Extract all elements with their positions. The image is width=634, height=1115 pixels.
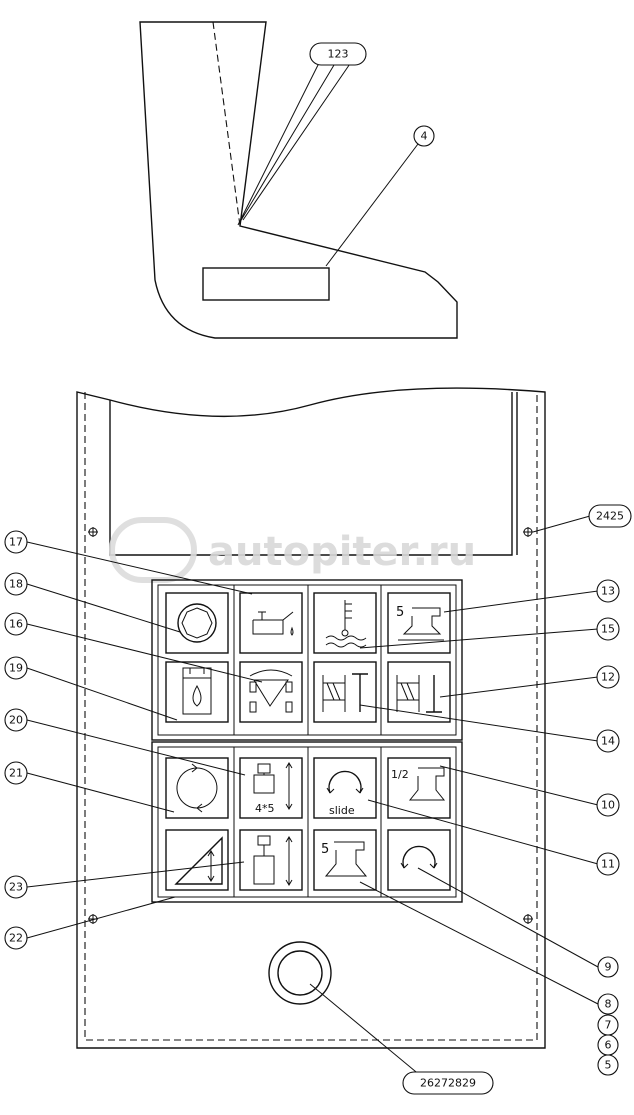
callout-9: 9 xyxy=(597,956,619,978)
cylinder-icon xyxy=(253,835,293,886)
callout-15: 15 xyxy=(596,617,620,641)
svg-text:4: 4 xyxy=(421,130,428,143)
svg-text:9: 9 xyxy=(605,961,612,974)
svg-text:18: 18 xyxy=(9,578,23,591)
key-rotate-arc[interactable] xyxy=(387,829,451,891)
screw-top-left xyxy=(88,527,98,537)
svg-text:20: 20 xyxy=(9,714,23,727)
key-rail-mode-5[interactable]: 5 xyxy=(387,592,451,654)
svg-text:8: 8 xyxy=(605,998,612,1011)
rail-icon: 5 xyxy=(396,605,444,641)
key-rail-half[interactable]: 1/2 xyxy=(387,757,451,819)
callout-16: 16 xyxy=(4,612,28,636)
svg-text:19: 19 xyxy=(9,662,23,675)
slide-arc-icon: slide xyxy=(326,770,364,817)
svg-text:7: 7 xyxy=(605,1019,612,1032)
leader-lines xyxy=(26,54,599,1082)
callout-21: 21 xyxy=(4,761,28,785)
svg-text:23: 23 xyxy=(9,881,23,894)
rail-half-icon: 1/2 xyxy=(391,767,446,801)
key-cylinder-4x5[interactable]: 4*5 xyxy=(239,757,303,819)
svg-text:5: 5 xyxy=(396,605,404,620)
svg-text:26272829: 26272829 xyxy=(420,1077,476,1090)
svg-text:4*5: 4*5 xyxy=(255,802,275,815)
svg-text:21: 21 xyxy=(9,767,23,780)
callout-18: 18 xyxy=(4,572,28,596)
wheels-icon xyxy=(249,669,293,713)
svg-text:6: 6 xyxy=(605,1039,612,1052)
callout-22: 22 xyxy=(4,926,28,950)
callout-7: 7 xyxy=(597,1014,619,1036)
key-rotate-continuous[interactable] xyxy=(165,757,229,819)
svg-text:16: 16 xyxy=(9,618,23,631)
svg-text:12: 12 xyxy=(601,671,615,684)
key-steering-mode[interactable] xyxy=(239,661,303,723)
round-connector xyxy=(268,941,332,1005)
key-oil-level[interactable] xyxy=(239,592,303,654)
side-view-housing xyxy=(139,21,458,339)
label-plate xyxy=(202,267,330,301)
callout-20: 20 xyxy=(4,708,28,732)
rotate-circle-icon xyxy=(176,763,218,813)
callouts: 123 4 2425 17 18 13 16 15 xyxy=(4,42,632,1095)
watermark-text: autopiter.ru xyxy=(208,529,476,575)
key-rail-5[interactable]: 5 xyxy=(313,829,377,891)
key-fuel-filter[interactable] xyxy=(165,661,229,723)
callout-12: 12 xyxy=(596,665,620,689)
svg-text:17: 17 xyxy=(9,536,23,549)
svg-text:13: 13 xyxy=(601,585,615,598)
callout-5: 5 xyxy=(597,1054,619,1076)
thermometer-icon xyxy=(325,600,367,648)
callout-2425: 2425 xyxy=(588,504,632,528)
callout-19: 19 xyxy=(4,656,28,680)
svg-text:1/2: 1/2 xyxy=(391,768,409,781)
key-grid-upper: 5 xyxy=(165,592,451,654)
screw-bottom-right xyxy=(523,914,533,924)
callout-23: 23 xyxy=(4,875,28,899)
callout-13: 13 xyxy=(596,579,620,603)
key-slide[interactable]: slide xyxy=(313,757,377,819)
rail-5-icon: 5 xyxy=(321,841,368,877)
callout-14: 14 xyxy=(596,729,620,753)
front-panel xyxy=(76,387,546,1049)
cylinder-arrow-icon: 4*5 xyxy=(253,762,293,815)
svg-text:5: 5 xyxy=(605,1059,612,1072)
screw-top-right xyxy=(523,527,533,537)
svg-text:123: 123 xyxy=(328,48,349,61)
key-coolant-temp[interactable] xyxy=(313,592,377,654)
keypad-frames xyxy=(151,579,463,903)
gate-t-icon xyxy=(322,673,368,712)
key-slope[interactable] xyxy=(165,829,229,891)
key-gate-lower[interactable] xyxy=(387,661,451,723)
gate-inv-t-icon xyxy=(396,675,442,713)
callout-123: 123 xyxy=(309,42,367,66)
oil-can-icon xyxy=(252,611,294,636)
svg-text:5: 5 xyxy=(321,842,329,857)
key-grid-upper-row2 xyxy=(165,661,451,723)
svg-text:slide: slide xyxy=(329,804,355,817)
key-cylinder[interactable] xyxy=(239,829,303,891)
callout-4: 4 xyxy=(413,125,435,147)
key-grid-lower-row2: 5 xyxy=(165,829,451,891)
svg-text:11: 11 xyxy=(601,858,615,871)
svg-text:22: 22 xyxy=(9,932,23,945)
callout-6: 6 xyxy=(597,1034,619,1056)
callout-26272829: 26272829 xyxy=(402,1071,494,1095)
callout-8: 8 xyxy=(597,993,619,1015)
slope-triangle-icon xyxy=(174,836,223,885)
callout-17: 17 xyxy=(4,530,28,554)
key-grid-lower: 4*5 slide 1/2 xyxy=(165,757,451,819)
rotate-arc-icon xyxy=(400,845,438,869)
svg-text:10: 10 xyxy=(601,799,615,812)
svg-text:15: 15 xyxy=(601,623,615,636)
svg-text:14: 14 xyxy=(601,735,615,748)
watermark: autopiter.ru xyxy=(109,517,476,583)
callout-10: 10 xyxy=(596,793,620,817)
svg-text:2425: 2425 xyxy=(596,510,624,523)
drop-container-icon xyxy=(182,667,212,715)
callout-11: 11 xyxy=(596,852,620,876)
key-gate-raise[interactable] xyxy=(313,661,377,723)
key-octagon-ring[interactable] xyxy=(165,592,229,654)
